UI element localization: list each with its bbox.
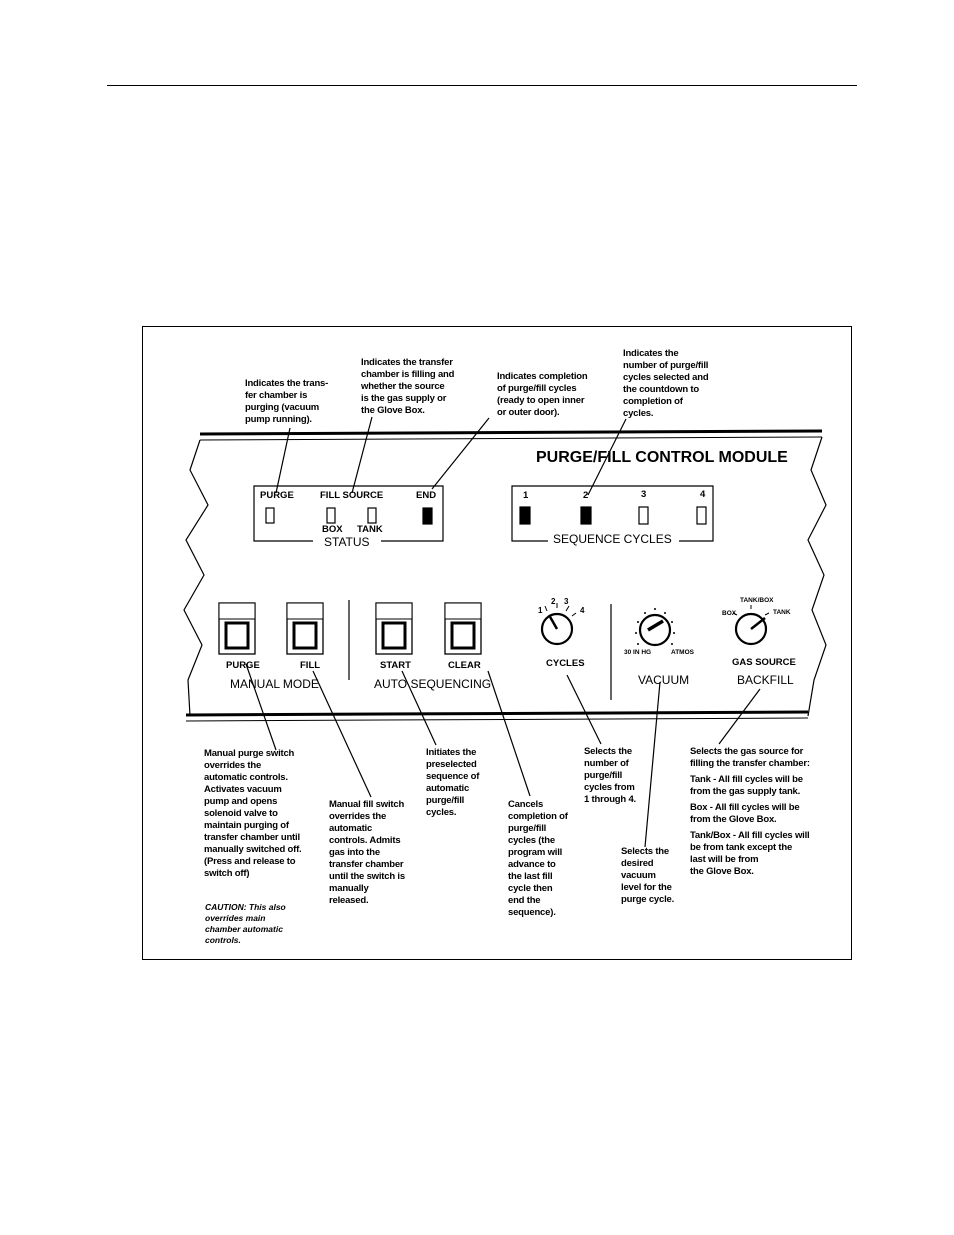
clear-button-label: CLEAR bbox=[448, 660, 481, 671]
gas-box-label: BOX bbox=[722, 610, 737, 617]
box-indicator bbox=[326, 507, 336, 524]
fill-switch bbox=[286, 602, 324, 655]
callout-manual-fill: Manual fill switch overrides the automat… bbox=[329, 799, 405, 906]
leader-cycles bbox=[566, 674, 602, 745]
status-tank-label: TANK bbox=[357, 524, 383, 535]
leader-start bbox=[401, 670, 437, 746]
indicator-frames bbox=[253, 485, 714, 542]
callout-fill-source-status: Indicates the transfer chamber is fillin… bbox=[361, 357, 455, 416]
sequence-indicator-2 bbox=[580, 506, 592, 525]
status-box-label: BOX bbox=[322, 524, 343, 535]
leader-manual-fill bbox=[312, 670, 372, 798]
callout-gas-source-box: Box - All fill cycles will be from the G… bbox=[690, 802, 800, 825]
backfill-label: BACKFILL bbox=[737, 673, 794, 687]
auto-sequencing-label: AUTO SEQUENCING bbox=[374, 677, 492, 691]
purge-button-label: PURGE bbox=[226, 660, 260, 671]
leader-end bbox=[431, 417, 490, 490]
sequence-indicators bbox=[519, 506, 707, 525]
sequence-indicator-3 bbox=[638, 506, 649, 525]
cycles-tick-2: 2 bbox=[551, 597, 556, 606]
callout-clear: Cancels completion of purge/fill cycles … bbox=[508, 799, 568, 918]
sequence-indicator-1 bbox=[519, 506, 531, 525]
figure-frame bbox=[142, 326, 852, 960]
start-switch bbox=[375, 602, 413, 655]
gas-source-knob bbox=[732, 605, 770, 646]
leader-manual-purge bbox=[245, 663, 277, 751]
callout-vacuum-knob: Selects the desired vacuum level for the… bbox=[621, 846, 675, 905]
callout-end-status: Indicates completion of purge/fill cycle… bbox=[497, 371, 588, 418]
status-indicators bbox=[265, 507, 433, 525]
leader-sequence bbox=[587, 418, 627, 496]
vacuum-knob bbox=[635, 608, 675, 647]
callout-start: Initiates the preselected sequence of au… bbox=[426, 747, 480, 818]
knobs bbox=[540, 603, 770, 647]
callout-gas-source-tank: Tank - All fill cycles will be from the … bbox=[690, 774, 803, 797]
vacuum-min-label: 30 IN HG bbox=[624, 649, 652, 656]
leader-fill-source bbox=[351, 416, 373, 494]
sequence-label-2: 2 bbox=[583, 490, 589, 501]
callout-sequence-cycles: Indicates the number of purge/fill cycle… bbox=[623, 348, 709, 419]
vacuum-knob-label: VACUUM bbox=[638, 673, 690, 687]
panel-title: PURGE/FILL CONTROL MODULE bbox=[536, 449, 788, 466]
purge-switch bbox=[218, 602, 256, 655]
cycles-tick-4: 4 bbox=[580, 606, 585, 615]
callout-cycles-knob: Selects the number of purge/fill cycles … bbox=[584, 746, 636, 805]
leader-lines bbox=[245, 416, 761, 848]
status-fill-source-label: FILL SOURCE bbox=[320, 490, 384, 501]
callout-manual-purge: Manual purge switch overrides the automa… bbox=[204, 748, 302, 879]
sequence-label-4: 4 bbox=[700, 489, 706, 500]
end-indicator bbox=[422, 507, 433, 525]
leader-purge bbox=[275, 427, 291, 494]
pushbuttons bbox=[218, 602, 482, 655]
purge-indicator bbox=[265, 507, 275, 524]
group-dividers bbox=[348, 600, 612, 700]
tank-indicator bbox=[367, 507, 377, 524]
gas-tankbox-label: TANK/BOX bbox=[740, 597, 774, 604]
status-purge-label: PURGE bbox=[260, 490, 294, 501]
manual-mode-label: MANUAL MODE bbox=[230, 677, 319, 691]
clear-switch bbox=[444, 602, 482, 655]
header-rule bbox=[107, 85, 857, 86]
vacuum-max-label: ATMOS bbox=[671, 649, 694, 656]
caution-note: CAUTION: This also overrides main chambe… bbox=[205, 902, 286, 945]
leader-gas-source bbox=[718, 688, 761, 745]
callout-purge-status: Indicates the trans- fer chamber is purg… bbox=[245, 378, 329, 425]
callout-gas-source-tankbox: Tank/Box - All fill cycles will be from … bbox=[690, 830, 810, 877]
sequence-indicator-4 bbox=[696, 506, 707, 525]
gas-source-knob-label: GAS SOURCE bbox=[732, 657, 796, 668]
cycles-tick-1: 1 bbox=[538, 606, 543, 615]
status-end-label: END bbox=[416, 490, 437, 501]
leader-clear bbox=[487, 670, 531, 797]
panel-outline bbox=[183, 429, 827, 722]
sequence-group-label: SEQUENCE CYCLES bbox=[553, 532, 672, 546]
cycles-knob bbox=[540, 603, 577, 646]
status-group-label: STATUS bbox=[324, 535, 370, 549]
cycles-tick-3: 3 bbox=[564, 597, 569, 606]
leader-vacuum bbox=[644, 681, 661, 848]
cycles-knob-label: CYCLES bbox=[546, 658, 585, 669]
start-button-label: START bbox=[380, 660, 411, 671]
callout-gas-source-intro: Selects the gas source for filling the t… bbox=[690, 746, 810, 769]
fill-button-label: FILL bbox=[300, 660, 321, 671]
gas-tank-label: TANK bbox=[773, 609, 791, 616]
sequence-label-3: 3 bbox=[641, 489, 647, 500]
sequence-label-1: 1 bbox=[523, 490, 529, 501]
